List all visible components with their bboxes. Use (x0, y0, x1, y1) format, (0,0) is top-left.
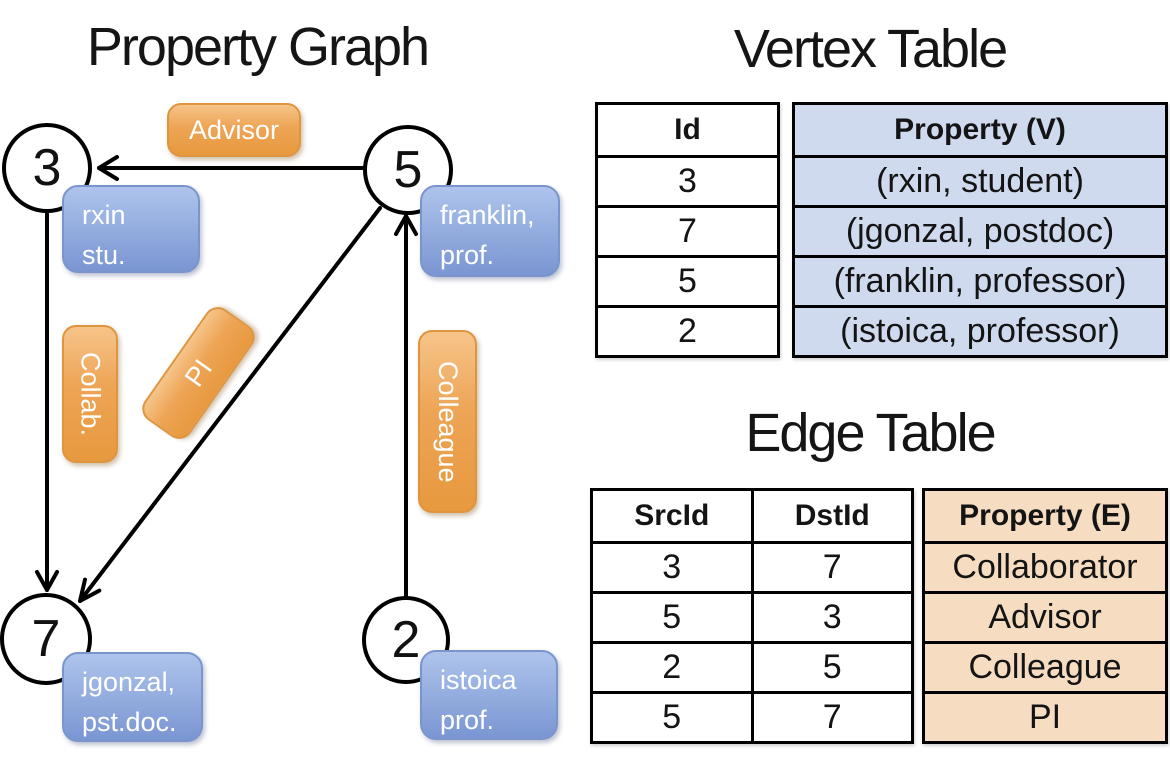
table-cell: 5 (593, 691, 751, 741)
property-line: istoica (440, 665, 517, 695)
edge-label-advisor: Advisor (167, 103, 301, 157)
table-cell: (jgonzal, postdoc) (795, 205, 1165, 255)
table-cell: Colleague (925, 641, 1165, 691)
vertex-property-box-franklin: franklin, prof. (420, 185, 560, 277)
table-cell: 3 (598, 155, 777, 205)
table-cell: PI (925, 691, 1165, 741)
edge-advisor-arrow (97, 155, 365, 181)
edge-table-dstid-header: DstId (794, 499, 870, 532)
table-cell: (istoica, professor) (795, 305, 1165, 355)
table-cell: 7 (598, 205, 777, 255)
property-line: jgonzal, (82, 667, 176, 697)
vertex-property-box-rxin: rxin stu. (62, 185, 200, 273)
edge-table-srcid-header: SrcId (634, 499, 710, 532)
table-cell: (franklin, professor) (795, 255, 1165, 305)
vertex-id-label: 5 (393, 141, 423, 199)
edge-label-text: Collab. (75, 351, 106, 437)
edge-label-text: Colleague (433, 360, 463, 483)
edge-colleague-arrow (394, 214, 418, 598)
property-line: pst.doc. (82, 706, 177, 737)
vertex-property-box-jgonzal: jgonzal, pst.doc. (62, 652, 203, 742)
table-cell: 5 (753, 641, 911, 691)
edge-label-collab: Collab. (62, 325, 118, 463)
vertex-circle-2: 2 (362, 596, 450, 684)
table-cell: 2 (593, 641, 751, 691)
edge-collab-arrow (35, 211, 59, 592)
vertex-table-property-header: Property (V) (795, 105, 1165, 155)
table-cell: 5 (593, 591, 751, 641)
vertex-table-property-column: Property (V) (rxin, student) (jgonzal, p… (792, 102, 1168, 358)
edge-table-dstid-column: DstId 7 3 5 7 (750, 491, 911, 741)
table-cell: (rxin, student) (795, 155, 1165, 205)
table-cell: 7 (753, 541, 911, 591)
vertex-id-label: 2 (391, 611, 421, 669)
property-line: franklin, (440, 200, 535, 230)
table-cell: 2 (598, 305, 777, 355)
property-line: rxin (82, 200, 126, 230)
edge-pi-arrow (78, 206, 382, 603)
property-line: stu. (82, 239, 126, 270)
property-graph-title: Property Graph (86, 17, 430, 77)
edge-table-srcid-column: SrcId 3 5 2 5 (593, 491, 751, 741)
table-cell: Collaborator (925, 541, 1165, 591)
vertex-property-box-istoica: istoica prof. (420, 650, 558, 740)
vertex-id-label: 3 (32, 139, 62, 197)
vertex-table-id-column: Id 3 7 5 2 (595, 102, 780, 358)
vertex-table-id-header: Id (674, 113, 701, 146)
edge-table-id-columns: SrcId 3 5 2 5 DstId 7 3 5 7 (590, 488, 914, 744)
table-cell: 5 (598, 255, 777, 305)
table-cell: Advisor (925, 591, 1165, 641)
edge-label-text: PI (178, 353, 218, 392)
edge-table-title: Edge Table (745, 403, 996, 463)
table-cell: 3 (753, 591, 911, 641)
vertex-id-label: 7 (31, 610, 61, 668)
table-cell: 3 (593, 541, 751, 591)
edge-table-property-header: Property (E) (925, 491, 1165, 541)
edge-table-property-column: Property (E) Collaborator Advisor Collea… (922, 488, 1168, 744)
graph-edges-layer (35, 155, 418, 603)
edge-label-text: Advisor (188, 114, 280, 145)
property-line: prof. (440, 704, 495, 735)
vertex-table-title: Vertex Table (733, 19, 1008, 79)
edge-label-colleague: Colleague (418, 330, 477, 513)
table-cell: 7 (753, 691, 911, 741)
property-line: prof. (440, 239, 495, 270)
